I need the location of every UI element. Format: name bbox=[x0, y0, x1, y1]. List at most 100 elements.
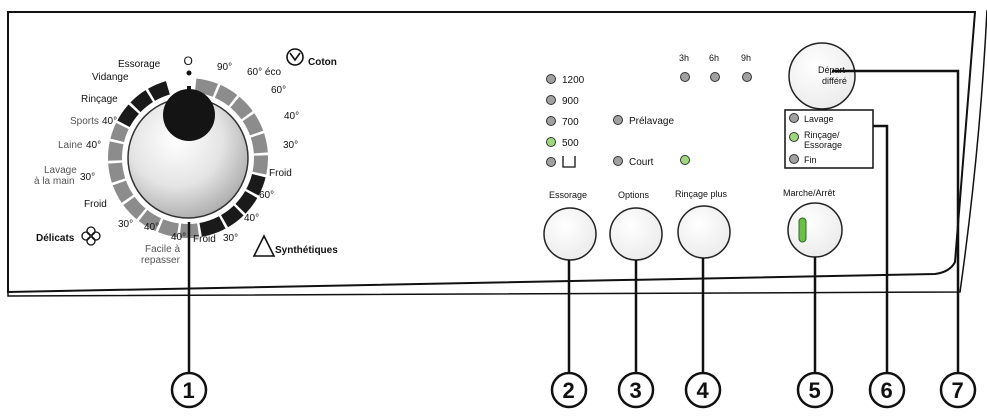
led-9h bbox=[742, 72, 752, 82]
label-essorage: Essorage bbox=[118, 59, 161, 70]
label-vidange: Vidange bbox=[92, 72, 129, 83]
label-rincage-plus-button: Rinçage plus bbox=[675, 189, 728, 199]
label-differe: différé bbox=[822, 76, 847, 86]
led-fin bbox=[789, 154, 799, 164]
label-laine-temp: 40° bbox=[86, 140, 101, 151]
label-90: 90° bbox=[217, 62, 232, 73]
label-sports: Sports bbox=[70, 116, 99, 127]
label-1200: 1200 bbox=[562, 75, 585, 86]
label-coton: Coton bbox=[308, 57, 337, 68]
delay-start-button[interactable] bbox=[788, 42, 856, 110]
label-facile-1: Facile à bbox=[145, 244, 180, 255]
dial-segment-synth-3 bbox=[199, 216, 226, 237]
label-60b: 60° bbox=[259, 190, 274, 201]
led-lavage bbox=[789, 113, 799, 123]
label-options-button: Options bbox=[618, 190, 650, 200]
label-900: 900 bbox=[562, 96, 579, 107]
label-sports-temp: 40° bbox=[102, 116, 117, 127]
dial-segment-delicat-5 bbox=[108, 162, 126, 183]
dial-top-symbol: O bbox=[184, 54, 193, 68]
callout-1-label: 1 bbox=[183, 378, 195, 403]
callout-7-label: 7 bbox=[952, 378, 964, 403]
label-30a: 30° bbox=[283, 140, 298, 151]
led-rincage-essorage bbox=[789, 132, 799, 142]
dial-segment-ring bbox=[108, 78, 268, 239]
dial-segment-rinse-2 bbox=[148, 81, 170, 101]
led-500 bbox=[546, 137, 556, 147]
callout-6-label: 6 bbox=[881, 378, 893, 403]
led-700 bbox=[546, 116, 556, 126]
spin-speed-leds: 1200 900 700 500 bbox=[546, 74, 585, 168]
program-dial-pointer bbox=[187, 86, 191, 100]
label-depart: Départ bbox=[818, 65, 846, 75]
label-essorage-status: Essorage bbox=[804, 140, 842, 150]
label-60a: 60° bbox=[271, 85, 286, 96]
label-froid-left: Froid bbox=[84, 199, 107, 210]
power-indicator-light bbox=[798, 217, 807, 243]
label-laine: Laine bbox=[58, 140, 83, 151]
callout-leader-lines bbox=[187, 69, 960, 372]
callout-2-label: 2 bbox=[563, 378, 575, 403]
label-9h: 9h bbox=[741, 53, 751, 63]
label-essorage-button: Essorage bbox=[549, 190, 587, 200]
essorage-button[interactable] bbox=[543, 207, 597, 261]
label-facile-2: repasser bbox=[141, 255, 181, 266]
label-froid-bottom: Froid bbox=[193, 234, 216, 245]
dial-top-dot bbox=[186, 70, 192, 76]
power-button[interactable] bbox=[787, 202, 843, 258]
label-marche-arret: Marche/Arrêt bbox=[783, 188, 836, 198]
dial-segment-synth-0 bbox=[246, 173, 266, 196]
callout-2 bbox=[550, 371, 588, 409]
callout-3-label: 3 bbox=[630, 378, 642, 403]
dial-segment-coton-5 bbox=[252, 155, 268, 175]
dial-segment-coton-4 bbox=[250, 133, 268, 154]
dial-segment-delicat-6 bbox=[108, 141, 124, 161]
dial-segment-delicat-1 bbox=[158, 219, 179, 238]
label-delicats-30: 30° bbox=[118, 219, 133, 230]
label-lavage-main-1: Lavage bbox=[44, 165, 77, 176]
dial-segment-rinse-0 bbox=[117, 104, 139, 128]
callout-numbers bbox=[170, 371, 977, 409]
led-6h bbox=[710, 72, 720, 82]
label-lavage: Lavage bbox=[804, 114, 834, 124]
callout-4 bbox=[684, 371, 722, 409]
label-40a: 40° bbox=[284, 111, 299, 122]
dial-segment-coton-3 bbox=[242, 113, 264, 136]
dial-segment-synth-2 bbox=[221, 205, 244, 228]
callout-4-label: 4 bbox=[697, 378, 710, 403]
panel-bottom-edge bbox=[7, 9, 987, 297]
callout-6 bbox=[868, 371, 906, 409]
label-rincage: Rinçage bbox=[81, 94, 118, 105]
options-button[interactable] bbox=[609, 207, 663, 261]
label-700: 700 bbox=[562, 117, 579, 128]
dial-segment-delicat-2 bbox=[138, 210, 162, 232]
rincage-plus-button[interactable] bbox=[677, 205, 731, 259]
led-1200 bbox=[546, 74, 556, 84]
label-40b: 40° bbox=[244, 213, 259, 224]
label-synth-30: 30° bbox=[223, 233, 238, 244]
led-rincage-plus bbox=[680, 155, 690, 165]
label-prelavage: Prélavage bbox=[629, 116, 674, 127]
label-facile-temp: 40° bbox=[171, 232, 186, 243]
label-6h: 6h bbox=[709, 53, 719, 63]
coton-icon bbox=[286, 48, 304, 66]
synthetiques-icon bbox=[252, 234, 276, 257]
dial-segment-rinse-1 bbox=[130, 90, 154, 113]
led-900 bbox=[546, 95, 556, 105]
dial-segment-coton-2 bbox=[230, 96, 253, 120]
dial-segment-delicat-3 bbox=[123, 196, 146, 220]
callout-1 bbox=[170, 371, 208, 409]
label-froid-right: Froid bbox=[269, 168, 292, 179]
callout-5-label: 5 bbox=[809, 378, 821, 403]
label-synthetiques: Synthétiques bbox=[275, 245, 338, 256]
label-60-eco: 60° éco bbox=[247, 67, 281, 78]
dial-segment-delicat-7 bbox=[110, 122, 129, 143]
led-3h bbox=[680, 72, 690, 82]
label-court: Court bbox=[629, 157, 654, 168]
led-no-spin bbox=[546, 157, 556, 167]
status-box bbox=[784, 109, 874, 169]
led-prelavage bbox=[613, 115, 623, 125]
callout-7 bbox=[939, 371, 977, 409]
delicats-flower-icon bbox=[81, 226, 101, 246]
